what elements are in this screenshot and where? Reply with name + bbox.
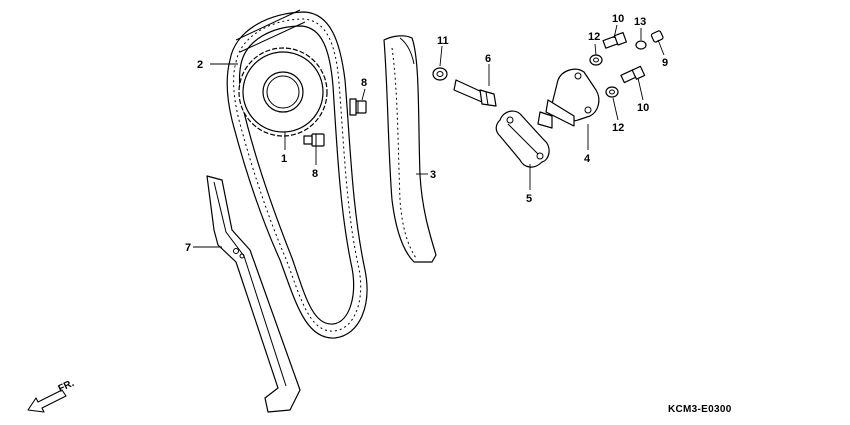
tensioner-bolt [453, 79, 497, 107]
callout-1: 1 [281, 153, 287, 165]
callout-8-lower: 8 [312, 168, 318, 180]
callout-11: 11 [437, 35, 449, 47]
callout-9: 9 [662, 57, 668, 69]
callout-2: 2 [197, 59, 203, 71]
callout-5: 5 [526, 193, 532, 205]
washer-lower [605, 86, 619, 98]
callout-10-upper: 10 [612, 13, 624, 25]
callout-3: 3 [430, 169, 436, 181]
diagram-code: KCM3-E0300 [668, 404, 732, 415]
callout-4: 4 [584, 153, 591, 165]
callout-8-upper: 8 [361, 77, 367, 89]
callout-12-upper: 12 [588, 31, 600, 43]
bolt-lower [303, 133, 325, 147]
front-label: FR. [57, 378, 76, 395]
callout-6: 6 [485, 53, 491, 65]
leader-lines [193, 24, 665, 248]
callout-13: 13 [634, 16, 646, 28]
washer [432, 67, 448, 81]
callout-12-lower: 12 [612, 122, 624, 134]
front-direction-indicator: FR. [27, 378, 76, 413]
bolt-upper [349, 98, 367, 116]
plug-screw [650, 30, 664, 43]
cam-sprocket [238, 47, 328, 137]
callout-labels: 2 1 3 4 5 6 7 8 8 9 10 10 11 12 12 13 [185, 13, 668, 254]
small-bolt-lower [620, 65, 646, 84]
callout-10-lower: 10 [637, 102, 649, 114]
tensioner-lifter [537, 68, 600, 129]
gasket [495, 110, 550, 168]
o-ring [635, 40, 647, 50]
small-bolt-upper [602, 31, 628, 49]
callout-7: 7 [185, 242, 191, 254]
washer-upper [589, 54, 603, 66]
chain-guide-slipper [206, 175, 301, 413]
front-arrow-icon [27, 389, 67, 413]
chain-guide [383, 35, 437, 263]
